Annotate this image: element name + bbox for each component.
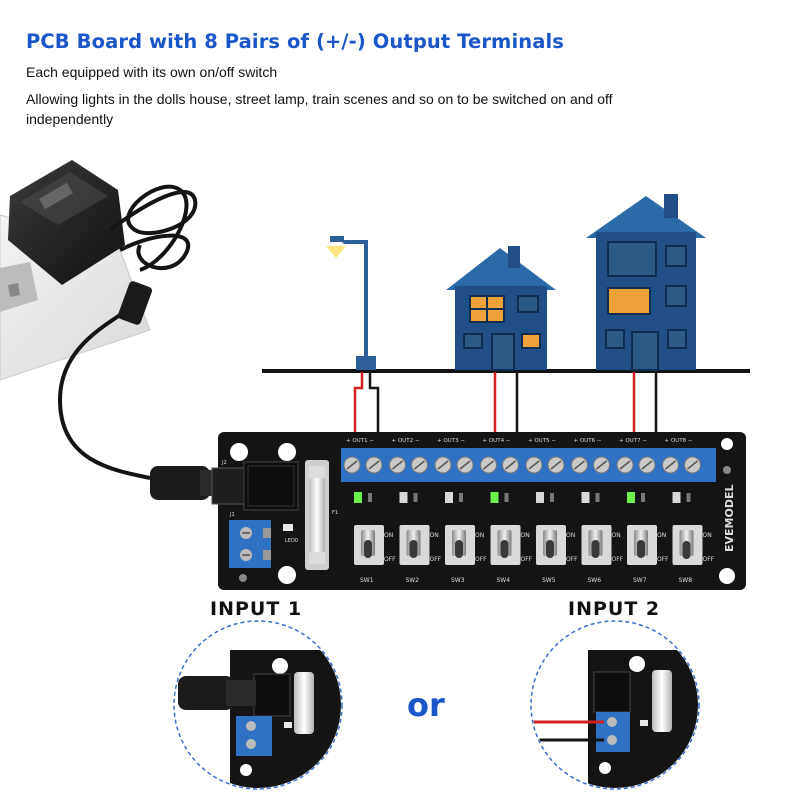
- terminal-screw: [662, 456, 679, 474]
- output-label: + OUT6 −: [574, 438, 602, 444]
- input-1-label: INPUT 1: [210, 598, 303, 620]
- output-label: + OUT4 −: [483, 438, 511, 444]
- led-label: LED0: [285, 538, 298, 544]
- terminal-screw: [434, 456, 452, 474]
- switch-on-label: ON: [612, 532, 621, 539]
- terminal-screw: [502, 456, 519, 474]
- terminal-screw: [684, 456, 701, 474]
- house-tall: [586, 194, 706, 371]
- barrel-plug: [118, 281, 218, 500]
- toggle-switch[interactable]: ON OFF SW2: [399, 525, 442, 584]
- fuse-holder: [305, 460, 329, 570]
- output-label: + OUT7 −: [619, 438, 647, 444]
- switch-off-label: OFF: [430, 556, 442, 563]
- output-label: + OUT3 −: [437, 438, 465, 444]
- terminal-screw: [343, 456, 361, 474]
- input-2-label: INPUT 2: [568, 598, 661, 620]
- toggle-switch[interactable]: ON OFF SW5: [536, 525, 578, 584]
- feature-line-2: Allowing lights in the dolls house, stre…: [26, 91, 613, 127]
- terminal-label: J1: [229, 512, 235, 518]
- toggle-switch[interactable]: ON OFF SW1: [354, 525, 396, 584]
- channel-led: [399, 492, 418, 503]
- power-led: [283, 524, 293, 531]
- terminal-screw: [411, 456, 428, 474]
- switch-on-label: ON: [430, 532, 439, 539]
- switch-off-label: OFF: [475, 556, 487, 563]
- power-adapter: [8, 160, 125, 285]
- channel-led: [672, 492, 691, 503]
- toggle-switch[interactable]: ON OFF SW7: [627, 525, 669, 584]
- channel-led: [581, 492, 600, 503]
- terminal-screw: [389, 456, 406, 474]
- or-label: or: [407, 686, 445, 724]
- switch-off-label: OFF: [703, 556, 715, 563]
- channel-led: [445, 492, 463, 503]
- switch-on-label: ON: [703, 532, 712, 539]
- brand-label: EVEMODEL: [723, 485, 736, 553]
- switch-off-label: OFF: [657, 556, 669, 563]
- switch-label: SW4: [497, 577, 511, 584]
- output-label: + OUT8 −: [665, 438, 693, 444]
- switch-off-label: OFF: [384, 556, 396, 563]
- page-title: PCB Board with 8 Pairs of (+/-) Output T…: [26, 30, 564, 53]
- zoom-input-2: [530, 620, 700, 790]
- toggle-switch[interactable]: ON OFF SW8: [672, 525, 715, 584]
- switch-off-label: OFF: [521, 556, 533, 563]
- fuse-label: F1: [332, 510, 338, 516]
- channel-led: [627, 492, 645, 503]
- terminal-screw: [456, 456, 474, 474]
- switch-label: SW1: [360, 577, 374, 584]
- zoom-input-1: [173, 620, 343, 790]
- terminal-screw: [480, 456, 497, 474]
- terminal-screw: [571, 456, 588, 474]
- input-terminal-block: [229, 520, 271, 568]
- terminal-screw: [547, 456, 565, 474]
- switch-label: SW5: [542, 577, 556, 584]
- channel-led: [490, 492, 509, 503]
- switch-label: SW2: [406, 577, 420, 584]
- output-label: + OUT1 −: [346, 438, 374, 444]
- output-label: + OUT2 −: [392, 438, 420, 444]
- house-small: [446, 246, 556, 371]
- switch-off-label: OFF: [566, 556, 578, 563]
- switch-on-label: ON: [384, 532, 393, 539]
- switch-label: SW8: [679, 577, 693, 584]
- toggle-switch[interactable]: ON OFF SW3: [445, 525, 487, 584]
- channel-led: [536, 492, 554, 503]
- channel-led: [354, 492, 372, 503]
- switch-label: SW7: [633, 577, 647, 584]
- toggle-switch[interactable]: ON OFF SW6: [581, 525, 624, 584]
- switch-on-label: ON: [566, 532, 575, 539]
- terminal-screw: [525, 456, 543, 474]
- output-terminal-strip: [341, 448, 716, 482]
- output-label: + OUT5 −: [528, 438, 556, 444]
- switch-on-label: ON: [475, 532, 484, 539]
- jack-label: J2: [221, 460, 227, 466]
- terminal-screw: [616, 456, 634, 474]
- switch-label: SW6: [588, 577, 602, 584]
- terminal-screw: [638, 456, 656, 474]
- street-lamp: [326, 236, 376, 370]
- feature-line-1: Each equipped with its own on/off switch: [26, 64, 278, 80]
- switch-on-label: ON: [657, 532, 666, 539]
- terminal-screw: [593, 456, 610, 474]
- toggle-switch[interactable]: ON OFF SW4: [490, 525, 533, 584]
- switch-label: SW3: [451, 577, 465, 584]
- switch-on-label: ON: [521, 532, 530, 539]
- adapter-cable: [57, 184, 198, 480]
- dc-jack: [211, 461, 299, 511]
- terminal-screw: [365, 456, 383, 474]
- switch-off-label: OFF: [612, 556, 624, 563]
